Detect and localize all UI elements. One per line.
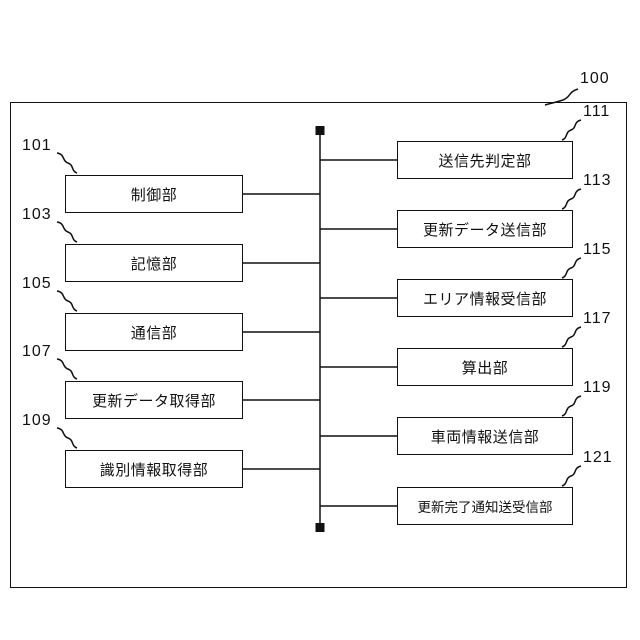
leader-line-113 [561,188,582,210]
bus-terminator-top [315,126,325,135]
block-119-vehicle-info-transmission-unit: 車両情報送信部 [397,417,573,455]
outer-frame-100 [10,102,627,588]
ref-label-100: 100 [580,70,610,87]
leader-line-107 [56,358,78,380]
leader-line-103 [56,221,78,243]
ref-label-119: 119 [583,379,612,396]
leader-line-119 [561,395,582,417]
leader-line-115 [561,257,582,279]
ref-label-107: 107 [22,343,52,360]
leader-line-111 [561,119,582,141]
leader-line-121 [561,465,582,487]
block-105-communication-unit: 通信部 [65,313,243,351]
leader-line-100 [544,88,579,106]
leader-line-117 [561,326,582,348]
leader-line-109 [56,427,78,449]
ref-label-109: 109 [22,412,52,429]
block-121-update-complete-notice-transceiver-unit: 更新完了通知送受信部 [397,487,573,525]
ref-label-121: 121 [583,449,613,466]
block-101-control-unit: 制御部 [65,175,243,213]
ref-label-101: 101 [22,137,52,154]
ref-label-103: 103 [22,206,52,223]
block-109-id-info-acquisition-unit: 識別情報取得部 [65,450,243,488]
ref-label-111: 111 [583,103,611,120]
ref-label-113: 113 [583,172,612,189]
block-103-storage-unit: 記憶部 [65,244,243,282]
leader-line-105 [56,290,78,312]
block-117-calculation-unit: 算出部 [397,348,573,386]
block-113-update-data-transmission-unit: 更新データ送信部 [397,210,573,248]
ref-label-117: 117 [583,310,612,327]
ref-label-105: 105 [22,275,52,292]
bus-terminator-bottom [315,523,325,532]
block-107-update-data-acquisition-unit: 更新データ取得部 [65,381,243,419]
leader-line-101 [56,152,78,174]
ref-label-115: 115 [583,241,612,258]
block-111-destination-determination-unit: 送信先判定部 [397,141,573,179]
block-115-area-info-reception-unit: エリア情報受信部 [397,279,573,317]
